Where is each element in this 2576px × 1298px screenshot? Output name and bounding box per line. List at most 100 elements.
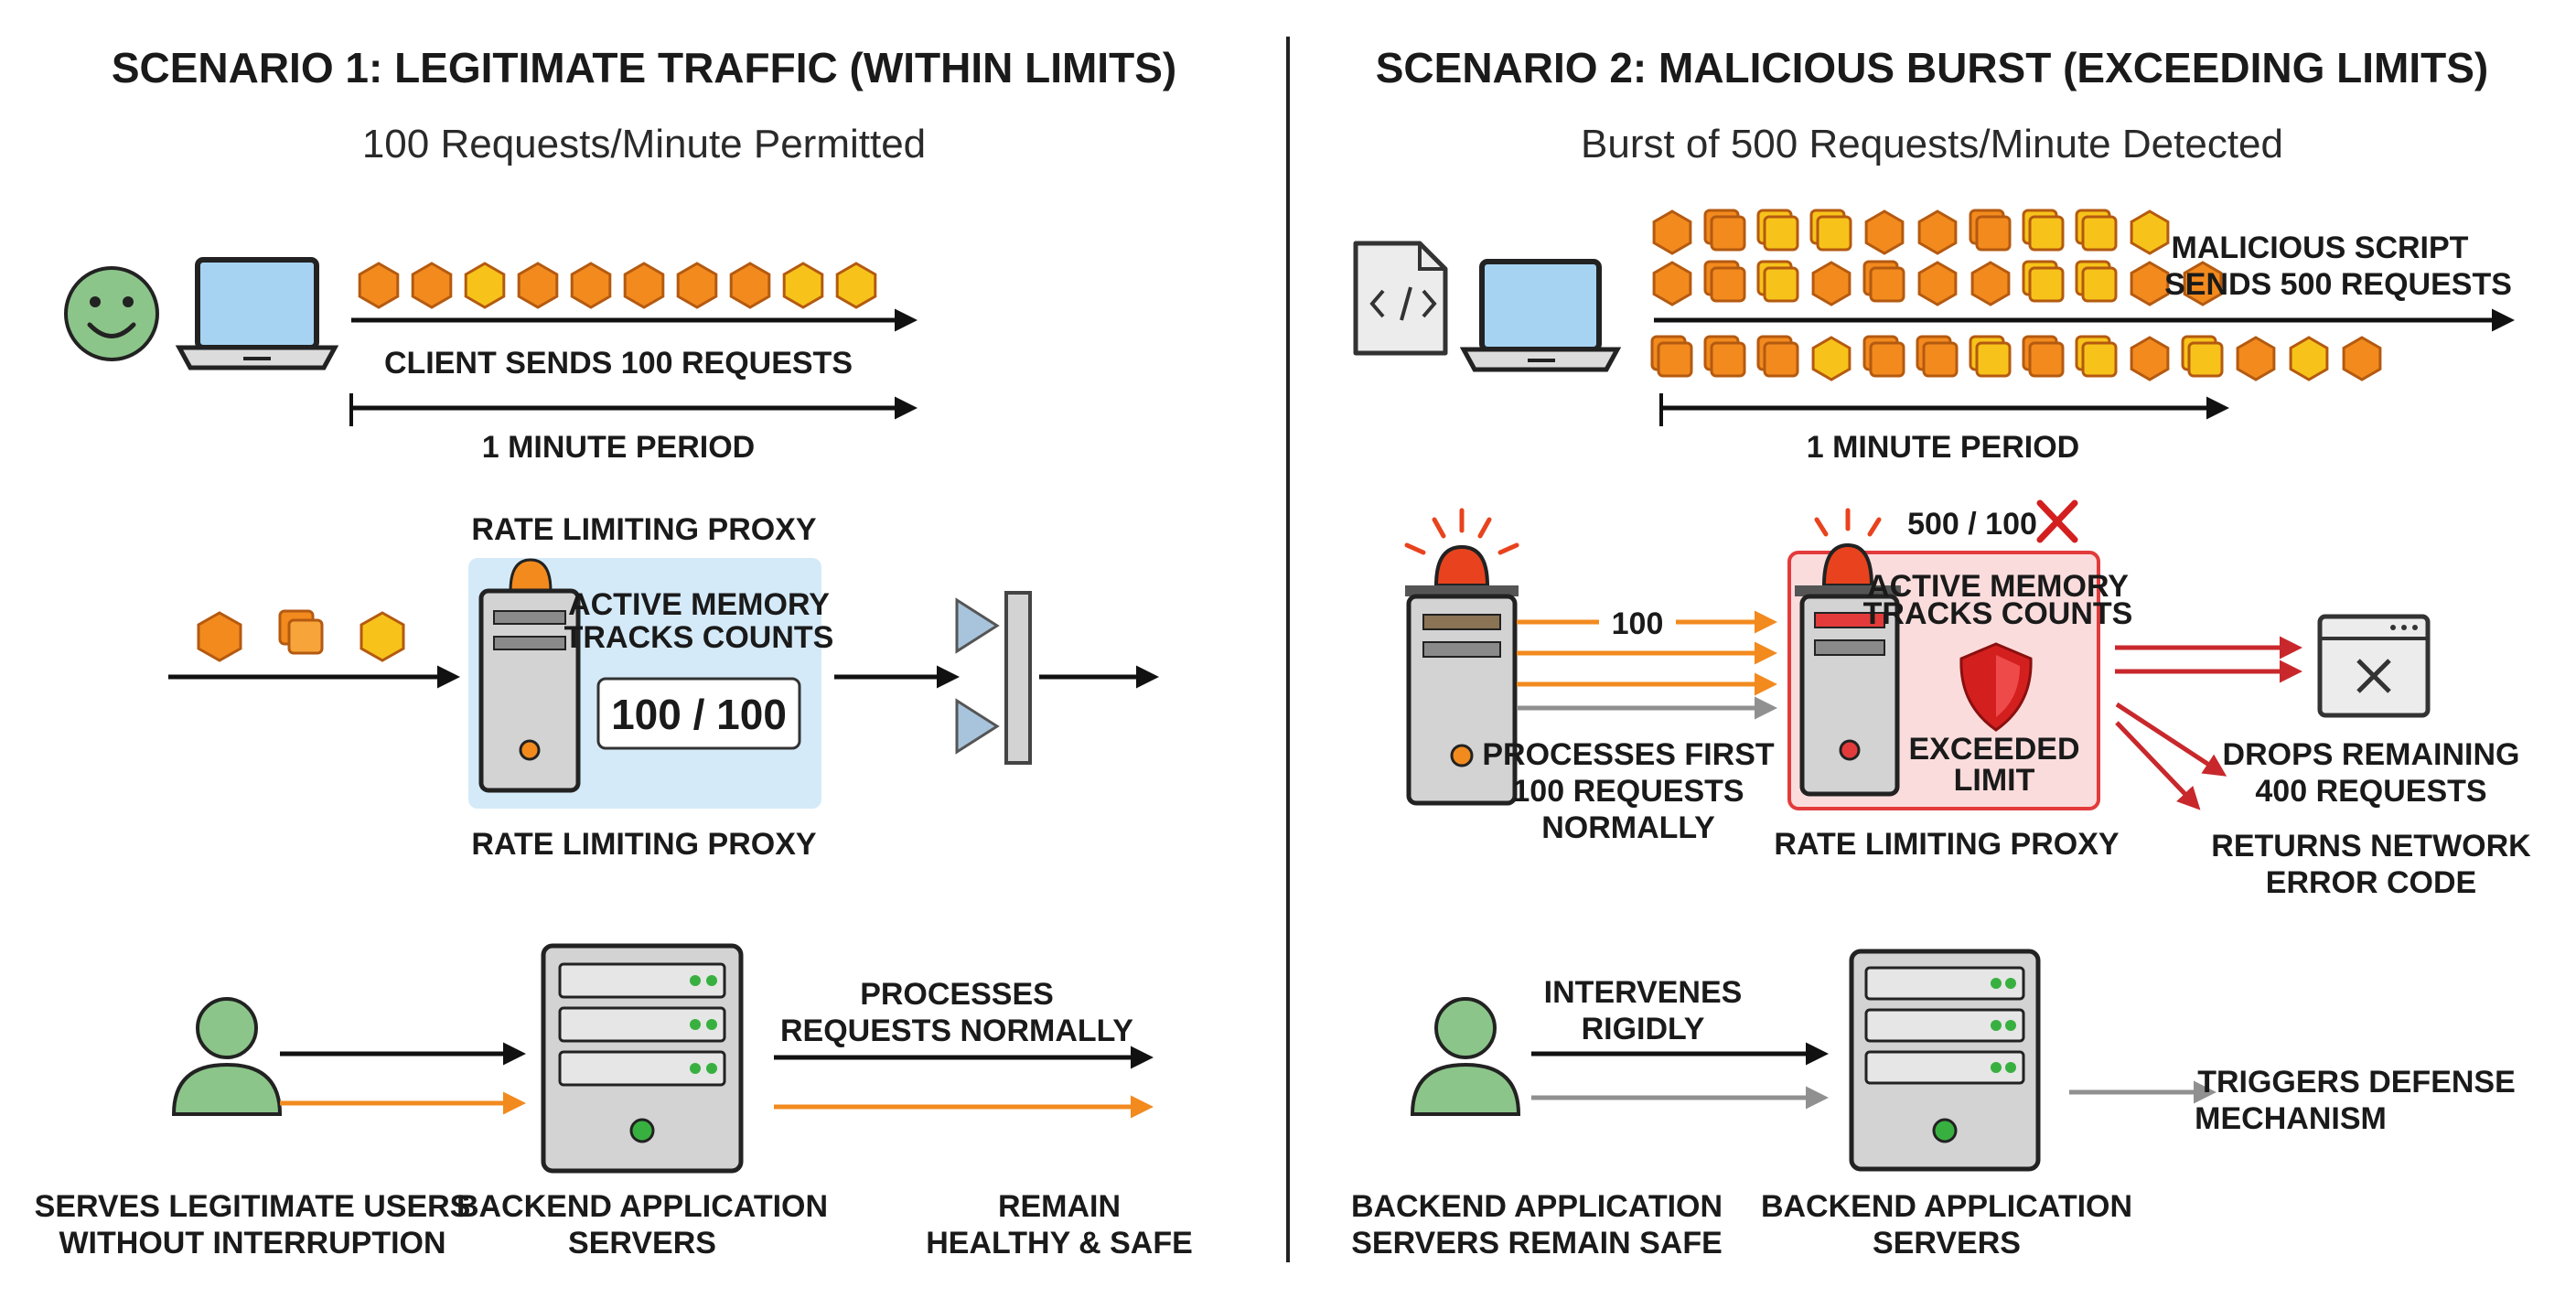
request-block	[2075, 335, 2118, 378]
burst-request-stream	[1650, 209, 2382, 381]
siren-server-icon	[1404, 508, 1519, 806]
request-block	[1969, 335, 2012, 378]
script-line1: MALICIOUS SCRIPT	[2172, 231, 2469, 265]
client-sends-label: CLIENT SENDS 100 REQUESTS	[384, 346, 853, 381]
remain-line1: REMAIN	[998, 1189, 1121, 1224]
drop-arrow-4	[2115, 721, 2201, 810]
request-hex	[1811, 336, 1852, 381]
request-block	[1862, 335, 1905, 378]
period-label: 1 MINUTE PERIOD	[1807, 430, 2079, 465]
request-hex	[2130, 336, 2170, 381]
request-block	[1969, 209, 2012, 252]
request-hex	[358, 262, 400, 309]
request-block	[1916, 335, 1959, 378]
memory2-line1: ACTIVE MEMORY	[1867, 569, 2129, 604]
count-label: 500 / 100	[1907, 507, 2037, 542]
drop-arrow-3	[2115, 702, 2227, 777]
scenario2-title: SCENARIO 2: MALICIOUS BURST (EXCEEDING L…	[1376, 44, 2488, 91]
laptop-icon	[1459, 259, 1622, 372]
request-hex	[1970, 261, 2011, 306]
request-hex	[729, 262, 771, 309]
shield-icon	[1959, 642, 2033, 732]
request-hex	[1811, 261, 1852, 306]
request-hex	[835, 262, 877, 309]
processes-line1: PROCESSES	[860, 977, 1054, 1012]
serves-line2: WITHOUT INTERRUPTION	[59, 1226, 445, 1260]
barrier-gate-icon	[955, 591, 1032, 765]
request-hex	[2130, 261, 2170, 306]
backend-line1: BACKEND APPLICATION	[456, 1189, 828, 1224]
backend2-line1: BACKEND APPLICATION	[1761, 1189, 2132, 1224]
request-hex	[517, 262, 559, 309]
error-window-icon	[2317, 614, 2431, 718]
request-block	[1703, 335, 1746, 378]
request-hex	[2289, 336, 2329, 381]
request-block	[2075, 260, 2118, 303]
drops-line2: 400 REQUESTS	[2255, 774, 2486, 809]
counter-box	[596, 677, 801, 750]
request-hex	[1864, 209, 1905, 255]
request-block	[2022, 209, 2065, 252]
request-hex	[411, 262, 453, 309]
request-hex	[2130, 209, 2170, 255]
request-block	[1756, 335, 1799, 378]
request-block	[2022, 335, 2065, 378]
remain-line2: HEALTHY & SAFE	[926, 1226, 1193, 1260]
processes-first-line1: PROCESSES FIRST	[1482, 737, 1775, 772]
triggers-line2: MECHANISM	[2195, 1101, 2387, 1136]
request-block	[2181, 335, 2224, 378]
request-hex-stream	[358, 262, 877, 309]
proxy-label-bottom: RATE LIMITING PROXY	[471, 827, 816, 862]
intervenes-line2: RIGIDLY	[1582, 1012, 1705, 1046]
exceeded-line2: LIMIT	[1954, 763, 2035, 798]
triggers-line1: TRIGGERS DEFENSE	[2197, 1065, 2516, 1100]
alarm-proxy-server-icon	[1795, 508, 1901, 797]
processes-first-line3: NORMALLY	[1541, 810, 1715, 845]
scenario2-subtitle: Burst of 500 Requests/Minute Detected	[1581, 122, 2283, 166]
laptop-icon	[175, 257, 339, 370]
period-label: 1 MINUTE PERIOD	[482, 430, 755, 465]
request-block	[1703, 209, 1746, 252]
request-block	[1650, 335, 1693, 378]
drops-line1: DROPS REMAINING	[2223, 737, 2520, 772]
request-hex	[1652, 209, 1692, 255]
request-hex	[676, 262, 718, 309]
request-block	[1862, 260, 1905, 303]
intervenes-line1: INTERVENES	[1544, 975, 1743, 1010]
returns-line2: ERROR CODE	[2266, 865, 2476, 900]
request-hex	[623, 262, 665, 309]
request-block	[2022, 260, 2065, 303]
request-block	[2075, 209, 2118, 252]
returns-line1: RETURNS NETWORK	[2211, 829, 2531, 864]
request-hex	[1917, 261, 1958, 306]
proxy-server-icon	[478, 558, 581, 793]
server-rack-icon	[1849, 949, 2041, 1172]
memory-line1: ACTIVE MEMORY	[568, 587, 830, 622]
request-hex	[782, 262, 824, 309]
request-hex	[1652, 261, 1692, 306]
exceeded-line1: EXCEEDED	[1908, 732, 2079, 767]
proxy-label-top: RATE LIMITING PROXY	[471, 512, 816, 547]
script-line2: SENDS 500 REQUESTS	[2164, 267, 2512, 302]
request-block	[1809, 209, 1852, 252]
memory2-line2: TRACKS COUNTS	[1863, 596, 2133, 631]
request-hex	[2236, 336, 2276, 381]
backend-line2: SERVERS	[568, 1226, 716, 1260]
code-file-icon	[1353, 241, 1448, 356]
memory-line2: TRACKS COUNTS	[564, 620, 834, 655]
counter-value: 100 / 100	[611, 691, 787, 738]
request-block	[1756, 209, 1799, 252]
request-hex	[2342, 336, 2382, 381]
incoming-request-hexes	[197, 609, 405, 662]
server-rack-icon	[541, 943, 744, 1174]
serves-line1: SERVES LEGITIMATE USERS	[35, 1189, 471, 1224]
user-icon	[1410, 997, 1521, 1116]
processes-line2: REQUESTS NORMALLY	[780, 1014, 1133, 1048]
request-hex	[1917, 209, 1958, 255]
arrow-count-bg	[1599, 604, 1676, 640]
smiley-face-icon	[64, 266, 159, 361]
scenario1-subtitle: 100 Requests/Minute Permitted	[362, 122, 926, 166]
request-hex	[570, 262, 612, 309]
